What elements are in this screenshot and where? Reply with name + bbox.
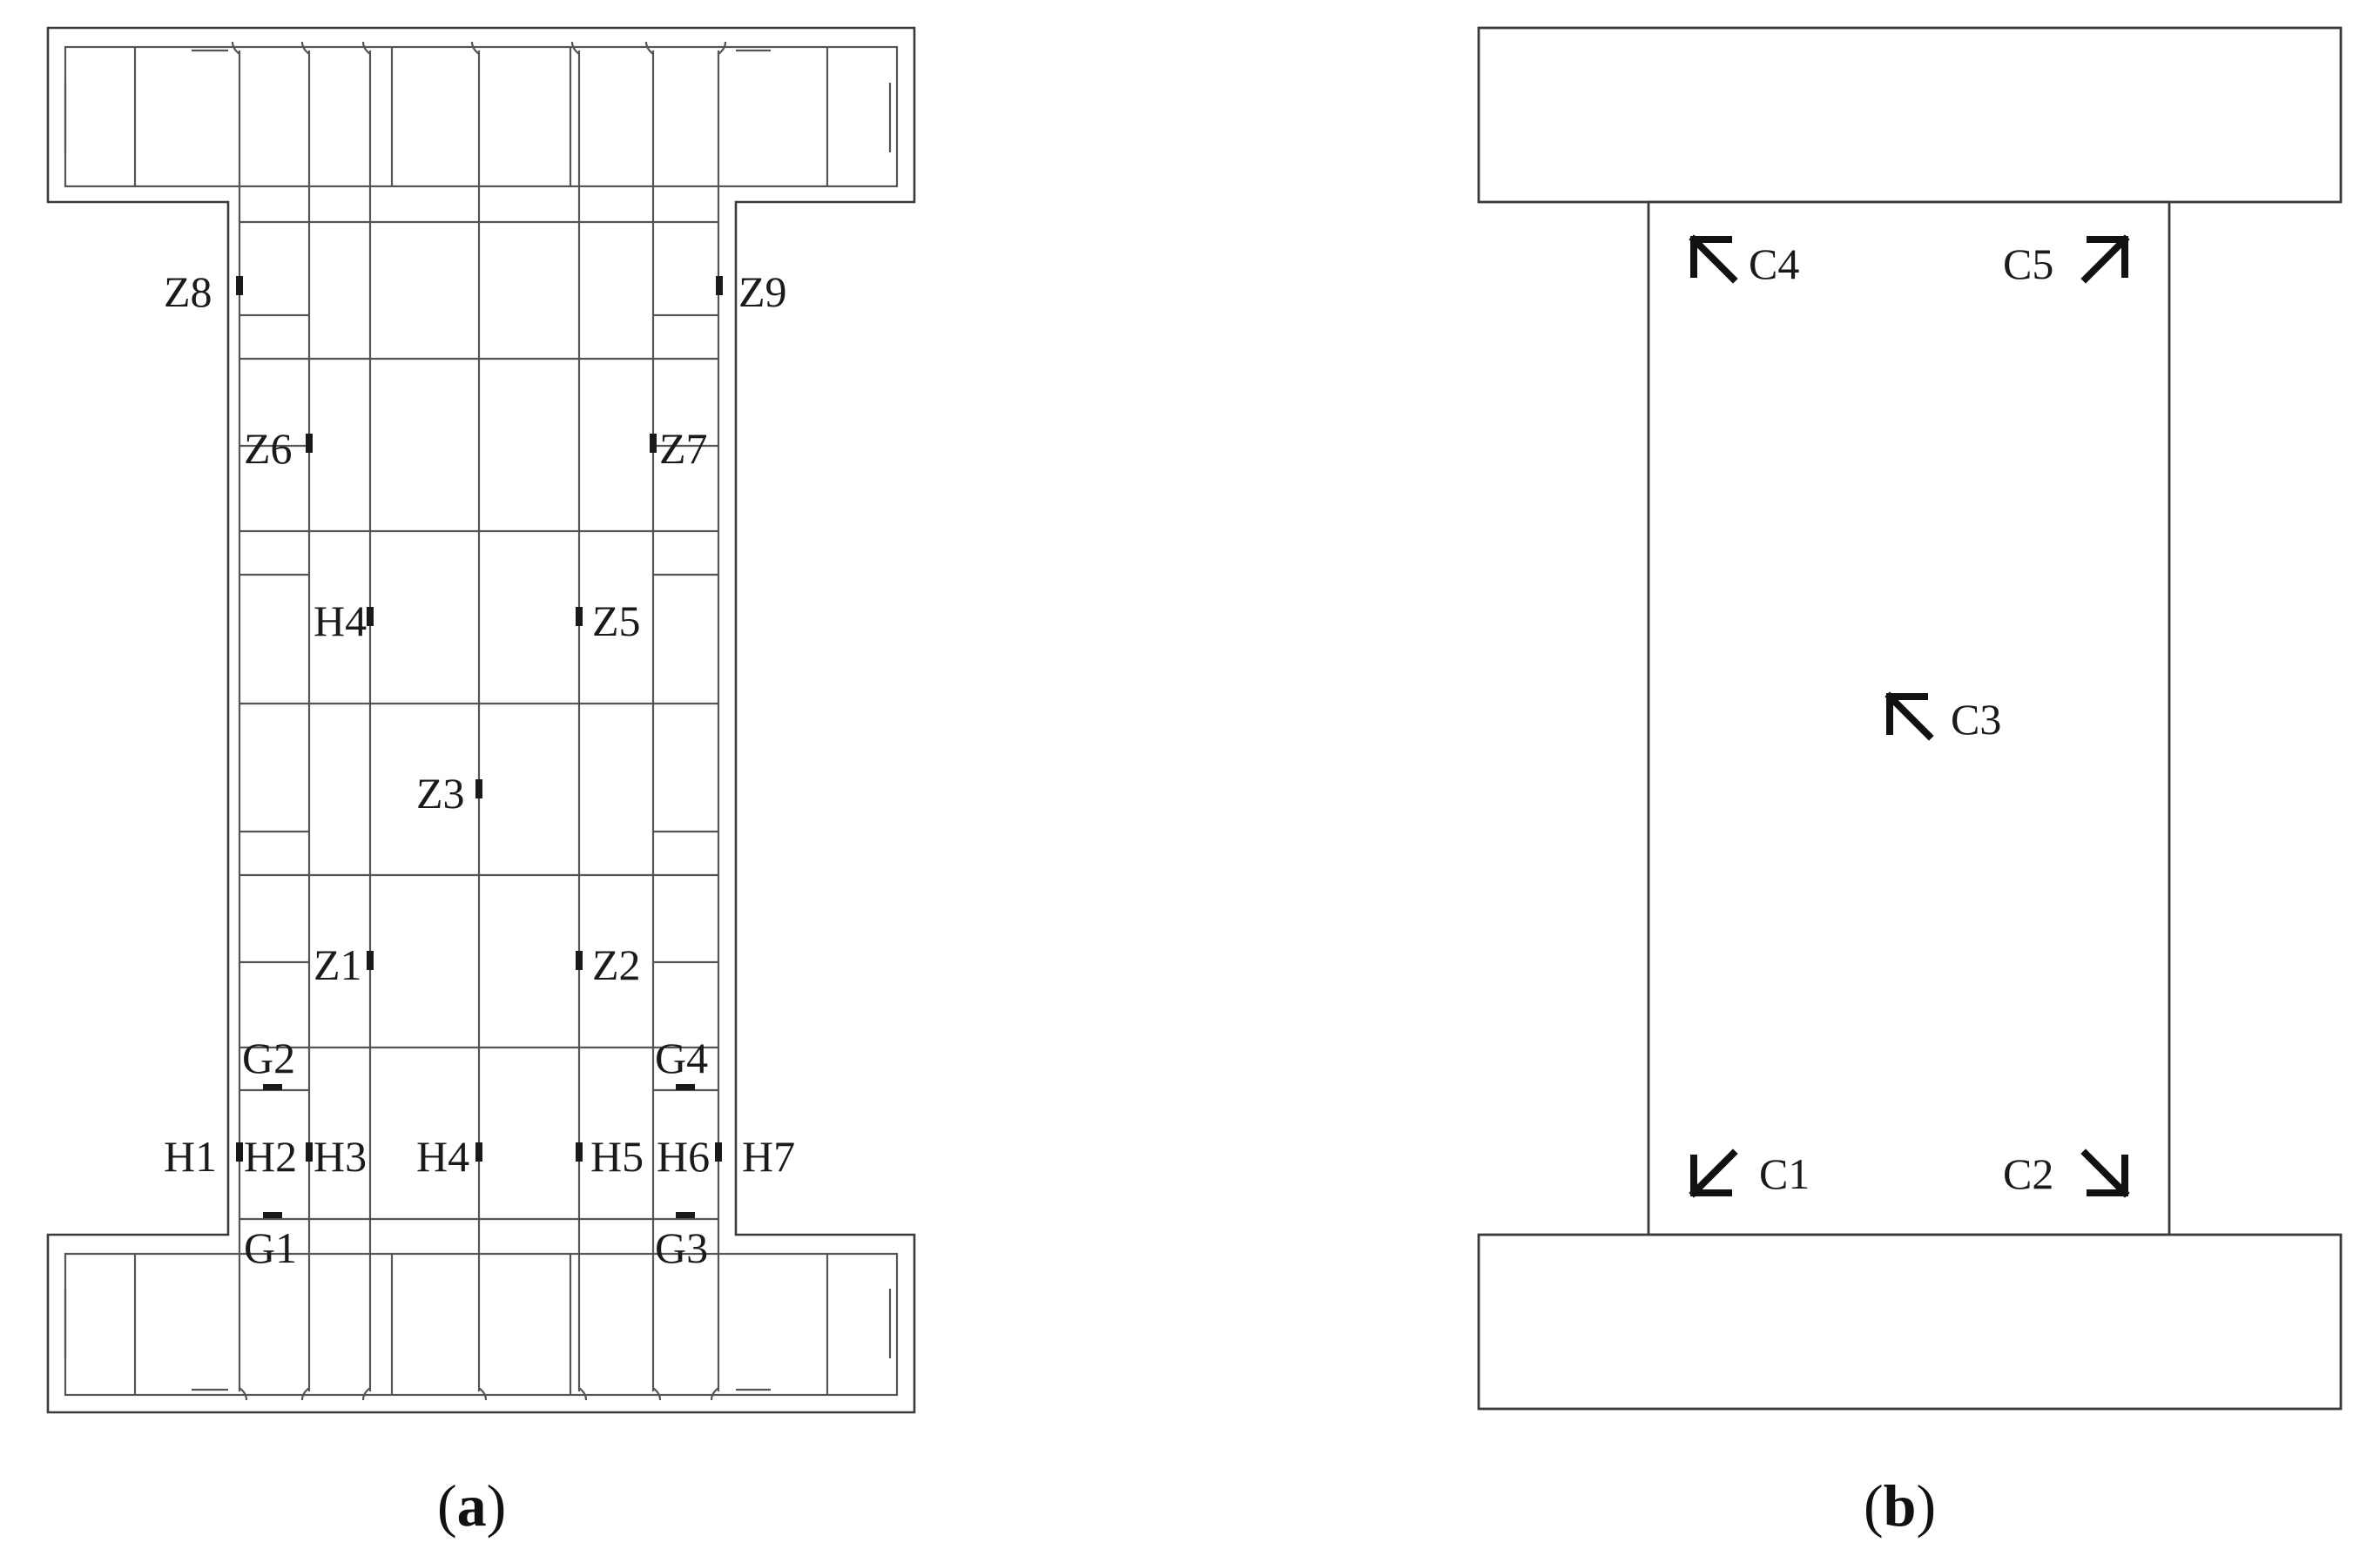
gauge-h7 xyxy=(715,1142,722,1162)
bottom-beam-cage xyxy=(64,1252,899,1397)
rebar-hooks-bottom xyxy=(192,49,771,1401)
gauge-h5 xyxy=(576,1142,583,1162)
label-c4: C4 xyxy=(1749,239,1799,288)
gauge-g4 xyxy=(676,1084,695,1090)
label-g1: G1 xyxy=(244,1223,297,1272)
wall-horizontal-stirrups xyxy=(239,220,718,1221)
label-c2: C2 xyxy=(2003,1149,2053,1198)
panel-b-drawing: C4 C5 C3 C1 C2 (b) xyxy=(1477,26,2343,1539)
gauge-h4 xyxy=(475,1142,482,1162)
gauge-labels: Z8 Z9 Z6 Z7 H4 Z5 Z3 Z1 Z2 G2 G4 H1 H2 H… xyxy=(164,267,795,1272)
caption-a: (a) xyxy=(437,1472,506,1539)
label-c3: C3 xyxy=(1951,695,2001,744)
caption-b: (b) xyxy=(1864,1472,1936,1539)
label-h4-upper: H4 xyxy=(314,596,367,645)
bottom-beam-stirrups xyxy=(64,1254,892,1395)
label-z7: Z7 xyxy=(659,424,708,473)
top-beam-cage xyxy=(64,45,899,188)
top-beam-stirrups xyxy=(64,47,892,186)
arrow-c5-icon xyxy=(2080,234,2130,284)
label-h2: H2 xyxy=(244,1132,297,1181)
label-z5: Z5 xyxy=(592,596,641,645)
rebar-hooks-top xyxy=(231,41,727,55)
label-c5: C5 xyxy=(2003,239,2053,288)
gauge-h1 xyxy=(236,1142,243,1162)
label-h6: H6 xyxy=(657,1132,710,1181)
gauge-z3 xyxy=(475,779,482,798)
gauge-z7 xyxy=(650,434,657,453)
label-z6: Z6 xyxy=(244,424,293,473)
gauge-g2 xyxy=(263,1084,282,1090)
label-g2: G2 xyxy=(242,1034,295,1082)
panel-a-drawing: Z8 Z9 Z6 Z7 H4 Z5 Z3 Z1 Z2 G2 G4 H1 H2 H… xyxy=(46,26,916,1539)
arrow-c2-icon xyxy=(2080,1148,2130,1198)
top-beam xyxy=(1477,26,2343,204)
gauge-g3 xyxy=(676,1212,695,1218)
label-c1: C1 xyxy=(1759,1149,1810,1198)
label-z2: Z2 xyxy=(592,940,641,989)
gauge-z9 xyxy=(716,276,723,295)
gauge-z6 xyxy=(306,434,313,453)
label-z3: Z3 xyxy=(416,769,465,818)
vertical-rebars xyxy=(238,51,720,1391)
label-z1: Z1 xyxy=(314,940,362,989)
gauge-z8 xyxy=(236,276,243,295)
label-h1: H1 xyxy=(164,1132,217,1181)
gauge-z5 xyxy=(576,607,583,626)
gauge-z1 xyxy=(367,951,374,970)
label-h5: H5 xyxy=(590,1132,644,1181)
bottom-beam xyxy=(1477,1233,2343,1411)
label-g3: G3 xyxy=(655,1223,708,1272)
specimen-outline xyxy=(46,26,916,1414)
label-g4: G4 xyxy=(655,1034,708,1082)
gauge-g1 xyxy=(263,1212,282,1218)
strain-gauges xyxy=(236,276,723,1218)
label-h4: H4 xyxy=(416,1132,469,1181)
gauge-h4-upper xyxy=(367,607,374,626)
gauge-z2 xyxy=(576,951,583,970)
label-h3: H3 xyxy=(314,1132,367,1181)
arrow-c4-icon xyxy=(1689,234,1738,284)
label-z8: Z8 xyxy=(164,267,212,316)
label-h7: H7 xyxy=(742,1132,795,1181)
label-z9: Z9 xyxy=(738,267,787,316)
arrow-c3-icon xyxy=(1884,691,1934,741)
gauge-h3 xyxy=(306,1142,313,1162)
arrow-c1-icon xyxy=(1689,1148,1738,1198)
